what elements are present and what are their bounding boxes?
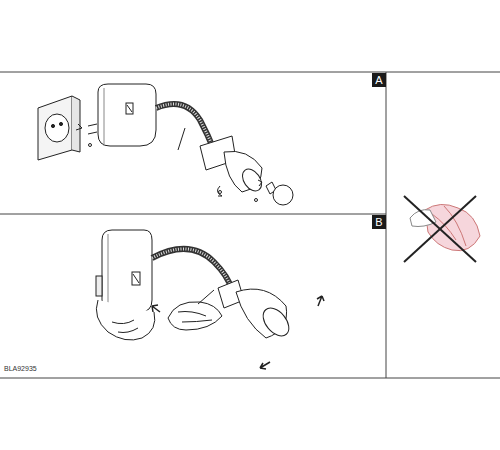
- panel-letter-box: B: [372, 215, 386, 229]
- part-number: BLA92935: [4, 365, 37, 373]
- panel-letter: B: [375, 216, 382, 228]
- panel-letter-box: A: [372, 73, 386, 87]
- panel-letter: A: [375, 74, 382, 86]
